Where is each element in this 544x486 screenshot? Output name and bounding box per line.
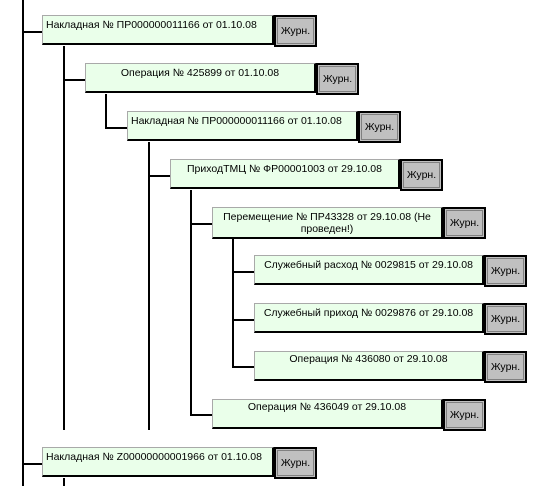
tree-node-document[interactable]: Перемещение № ПР43328 от 29.10.08 (Не пр… xyxy=(212,207,443,239)
journal-button[interactable]: Журн. xyxy=(443,399,486,431)
tree-node-label: ПриходТМЦ № ФР00001003 от 29.10.08 xyxy=(187,163,382,175)
tree-connector xyxy=(232,271,254,273)
tree-node-document[interactable]: ПриходТМЦ № ФР00001003 от 29.10.08 xyxy=(170,159,400,189)
tree-connector xyxy=(232,239,234,367)
journal-button[interactable]: Журн. xyxy=(274,15,317,47)
tree-connector xyxy=(148,175,170,177)
tree-node-label: Операция № 436080 от 29.10.08 xyxy=(289,353,448,365)
journal-button[interactable]: Журн. xyxy=(274,447,317,479)
journal-button[interactable]: Журн. xyxy=(316,63,359,95)
tree-node-label: Накладная № Z00000000001966 от 01.10.08 xyxy=(46,451,262,463)
journal-button[interactable]: Журн. xyxy=(443,207,486,239)
journal-button[interactable]: Журн. xyxy=(400,159,443,191)
tree-node-document[interactable]: Накладная № Z00000000001966 от 01.10.08 xyxy=(42,447,274,477)
tree-node-label: Служебный приход № 0029876 от 29.10.08 xyxy=(263,307,474,319)
tree-connector xyxy=(22,31,42,33)
journal-button[interactable]: Журн. xyxy=(484,351,527,383)
tree-connector xyxy=(105,94,107,128)
tree-connector xyxy=(190,190,192,415)
tree-node-document[interactable]: Накладная № ПР000000011166 от 01.10.08 xyxy=(127,111,358,141)
journal-button[interactable]: Журн. xyxy=(484,255,527,287)
tree-node-document[interactable]: Операция № 436049 от 29.10.08 xyxy=(212,399,443,429)
tree-connector xyxy=(63,46,65,430)
tree-node-label: Операция № 425899 от 01.10.08 xyxy=(120,67,280,79)
tree-connector xyxy=(63,79,85,81)
tree-node-document[interactable]: Операция № 425899 от 01.10.08 xyxy=(85,63,316,93)
tree-connector xyxy=(22,0,24,486)
tree-node-label: Перемещение № ПР43328 от 29.10.08 (Не пр… xyxy=(223,211,431,235)
tree-connector xyxy=(232,319,254,321)
tree-connector xyxy=(105,127,127,129)
tree-node-document[interactable]: Служебный приход № 0029876 от 29.10.08 xyxy=(254,303,484,333)
tree-connector xyxy=(232,366,254,368)
tree-node-document[interactable]: Операция № 436080 от 29.10.08 xyxy=(254,351,484,381)
tree-connector xyxy=(63,478,65,486)
journal-button[interactable]: Журн. xyxy=(358,111,401,143)
tree-connector xyxy=(22,463,42,465)
tree-node-label: Накладная № ПР000000011166 от 01.10.08 xyxy=(131,115,342,127)
tree-connector xyxy=(148,142,150,430)
tree-node-label: Служебный расход № 0029815 от 29.10.08 xyxy=(264,259,473,271)
tree-node-label: Накладная № ПР000000011166 от 01.10.08 xyxy=(46,19,257,31)
tree-node-document[interactable]: Накладная № ПР000000011166 от 01.10.08 xyxy=(42,15,274,45)
journal-button[interactable]: Журн. xyxy=(484,303,527,335)
tree-node-label: Операция № 436049 от 29.10.08 xyxy=(247,401,407,413)
tree-node-document[interactable]: Служебный расход № 0029815 от 29.10.08 xyxy=(254,255,484,285)
tree-connector xyxy=(190,223,212,225)
tree-connector xyxy=(190,414,212,416)
